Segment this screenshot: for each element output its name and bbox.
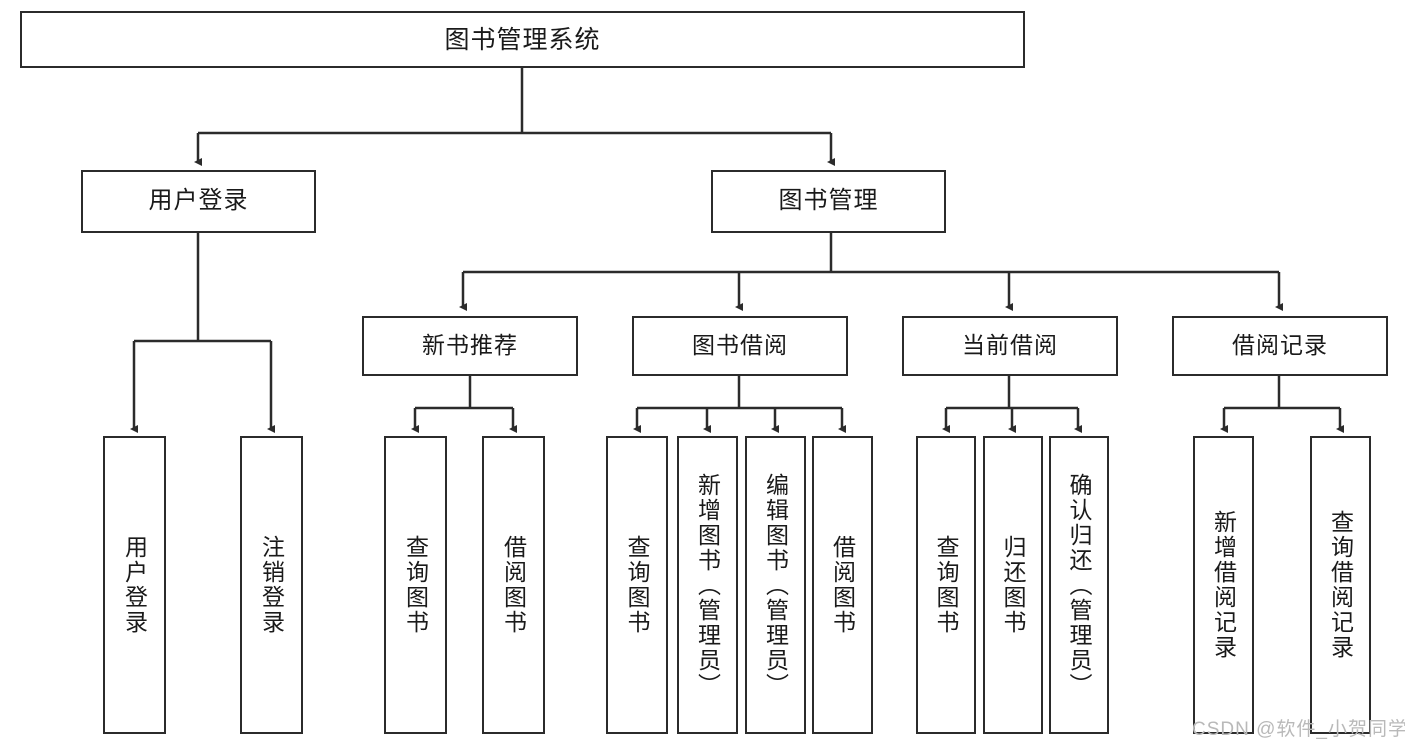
leaf-book-borrow-edit-book-admin[interactable]: 编辑图书（管理员） bbox=[745, 436, 806, 734]
node-label: 查询图书 bbox=[624, 535, 651, 635]
node-label: 新书推荐 bbox=[422, 332, 518, 359]
leaf-new-book-borrow-book[interactable]: 借阅图书 bbox=[482, 436, 545, 734]
node-user-login[interactable]: 用户登录 bbox=[81, 170, 316, 233]
node-label: 编辑图书（管理员） bbox=[762, 472, 789, 698]
node-current-borrow[interactable]: 当前借阅 bbox=[902, 316, 1118, 376]
leaf-book-borrow-add-book-admin[interactable]: 新增图书（管理员） bbox=[677, 436, 738, 734]
node-label: 图书借阅 bbox=[692, 332, 788, 359]
node-new-book-recommend[interactable]: 新书推荐 bbox=[362, 316, 578, 376]
leaf-book-borrow-query-book[interactable]: 查询图书 bbox=[606, 436, 668, 734]
leaf-current-borrow-query-book[interactable]: 查询图书 bbox=[916, 436, 976, 734]
node-borrow-record[interactable]: 借阅记录 bbox=[1172, 316, 1388, 376]
node-book-borrow[interactable]: 图书借阅 bbox=[632, 316, 848, 376]
node-label: 新增图书（管理员） bbox=[694, 472, 721, 698]
node-label: 借阅记录 bbox=[1232, 332, 1328, 359]
node-label: 借阅图书 bbox=[829, 535, 856, 635]
node-label: 当前借阅 bbox=[962, 332, 1058, 359]
node-label: 归还图书 bbox=[1000, 535, 1027, 635]
node-label: 查询图书 bbox=[402, 535, 429, 635]
node-label: 查询借阅记录 bbox=[1327, 510, 1354, 660]
node-label: 用户登录 bbox=[121, 535, 148, 635]
node-label: 确认归还（管理员） bbox=[1066, 472, 1093, 698]
node-label: 查询图书 bbox=[933, 535, 960, 635]
node-label: 新增借阅记录 bbox=[1210, 510, 1237, 660]
node-label: 图书管理 bbox=[778, 187, 879, 215]
node-label: 注销登录 bbox=[258, 535, 285, 635]
leaf-book-borrow-borrow-book[interactable]: 借阅图书 bbox=[812, 436, 873, 734]
leaf-user-login-login[interactable]: 用户登录 bbox=[103, 436, 166, 734]
leaf-borrow-record-query-record[interactable]: 查询借阅记录 bbox=[1310, 436, 1371, 734]
node-root-book-management-system[interactable]: 图书管理系统 bbox=[20, 11, 1025, 68]
node-label: 图书管理系统 bbox=[444, 25, 601, 54]
leaf-user-login-logout[interactable]: 注销登录 bbox=[240, 436, 303, 734]
node-label: 借阅图书 bbox=[500, 535, 527, 635]
node-label: 用户登录 bbox=[148, 187, 249, 215]
node-book-management[interactable]: 图书管理 bbox=[711, 170, 946, 233]
leaf-current-borrow-confirm-return-admin[interactable]: 确认归还（管理员） bbox=[1049, 436, 1109, 734]
leaf-new-book-query-book[interactable]: 查询图书 bbox=[384, 436, 447, 734]
leaf-borrow-record-add-record[interactable]: 新增借阅记录 bbox=[1193, 436, 1254, 734]
leaf-current-borrow-return-book[interactable]: 归还图书 bbox=[983, 436, 1043, 734]
